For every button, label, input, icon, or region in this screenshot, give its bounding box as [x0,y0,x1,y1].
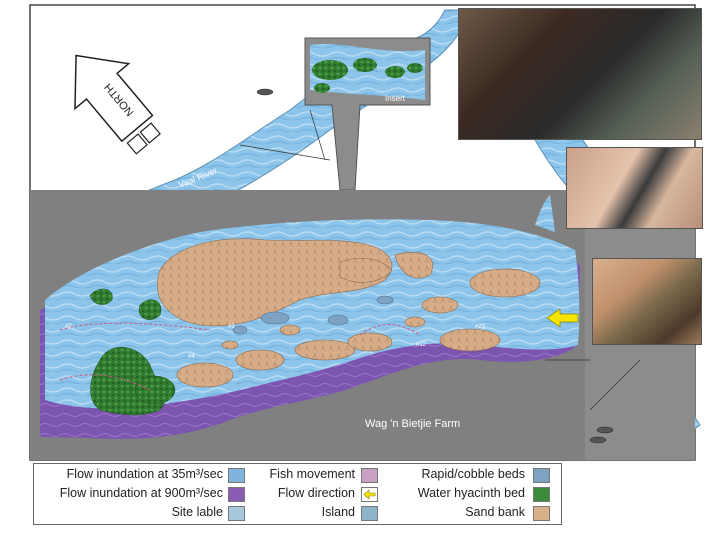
legend-swatch-flow900 [228,487,245,502]
farm-label: Wag 'n Bietjie Farm [365,418,460,430]
legend-swatch-fish [361,468,378,483]
legend-label-flow35: Flow inundation at 35m³/sec [66,467,223,481]
legend-label-flowdir: Flow direction [277,486,355,500]
site-label-4: #4 [188,354,195,360]
legend-swatch-hyacinth [533,487,550,502]
legend-label-site: Site lable [171,505,223,519]
legend-label-sand: Sand bank [465,505,525,519]
river-channel-right [535,195,555,232]
legend-swatch-sand [533,506,550,521]
photo-tag-insertion [566,147,703,229]
insert-label: Insert [385,94,406,103]
site-label-3: #3 [228,324,235,330]
hut-icons [256,88,614,444]
photo-fish-handling [458,8,702,140]
insert-hyacinth [312,58,423,93]
site-label-2: #2 [65,324,72,330]
legend-label-hyacinth: Water hyacinth bed [417,486,525,500]
hyacinth-beds [89,288,176,416]
legend-label-fish: Fish movement [269,467,355,481]
legend-label-flow900: Flow inundation at 900m³/sec [59,486,223,500]
flow-direction-arrow [546,308,579,328]
legend-swatch-island [361,506,378,521]
legend-swatch-flowdir [361,487,378,502]
legend-label-rapid: Rapid/cobble beds [421,467,525,481]
legend-swatch-site [228,506,245,521]
photo-fish-tagged [592,258,702,345]
site-label-23: #23 [475,324,486,330]
legend-swatch-flow35 [228,468,245,483]
site-label-12: #12 [416,342,427,348]
legend-box [33,463,562,525]
islands [99,238,541,414]
legend-swatch-rapid [533,468,550,483]
legend-label-island: Island [321,505,355,519]
fish-movement [59,322,421,391]
north-arrow: NORTH [74,54,161,155]
